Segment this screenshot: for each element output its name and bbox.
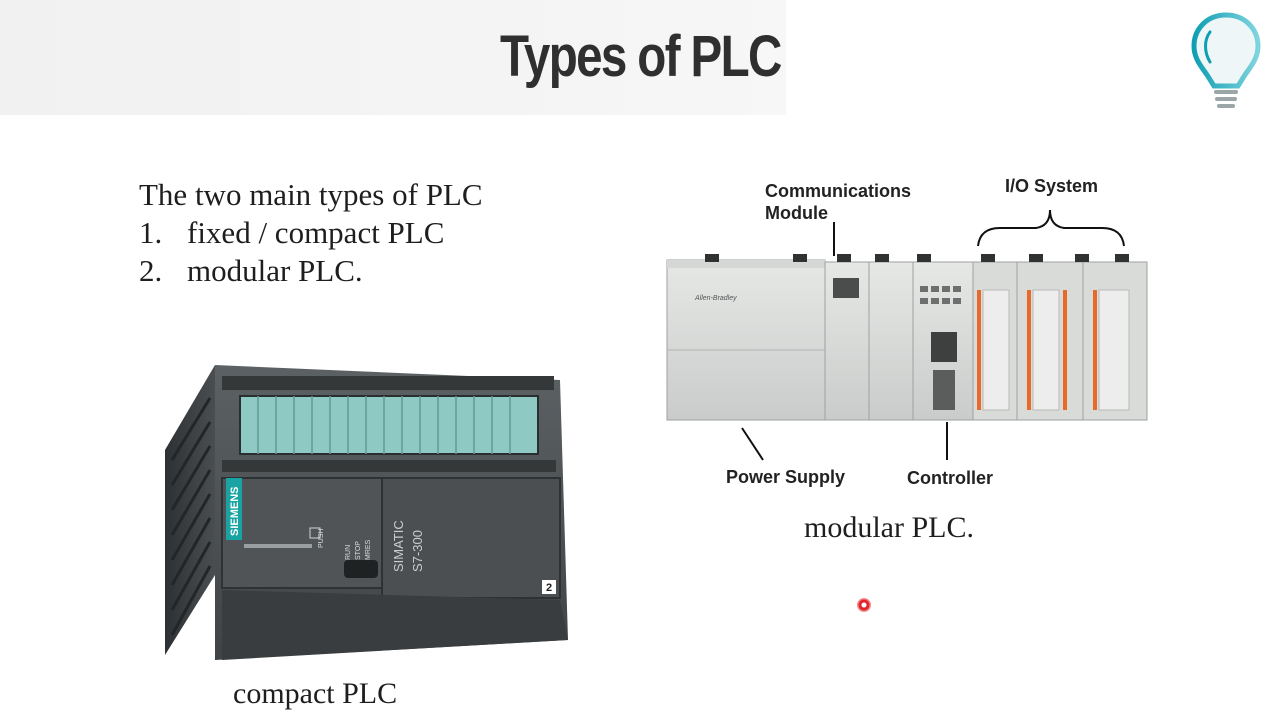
list-text: modular PLC. [187,253,363,288]
modular-plc-caption: modular PLC. [804,511,974,544]
power-supply-label: Power Supply [726,467,846,487]
compact-plc-caption: compact PLC [233,677,398,710]
intro-heading-text: The two main types of PLC [139,177,483,212]
mode-stop-label: STOP [355,541,362,560]
intro-list: The two main types of PLC 1. fixed / com… [139,176,483,290]
siemens-brand: SIEMENS [229,486,241,536]
mode-run-label: RUN [345,545,352,560]
list-item: 1. fixed / compact PLC [139,214,483,252]
push-label: PUSH [318,529,325,548]
list-item: 2. modular PLC. [139,252,483,290]
list-text: fixed / compact PLC [187,215,445,250]
simatic-label: SIMATIC [391,520,406,572]
list-number: 1. [139,215,163,250]
presenter-pointer-icon [857,598,871,612]
title-band [0,0,786,115]
mode-mres-label: MRES [365,539,372,560]
slot-number: 2 [546,582,552,594]
io-system-label: I/O System [1005,176,1099,196]
intro-heading: The two main types of PLC [139,176,483,214]
controller-label: Controller [907,468,994,488]
list-number: 2. [139,253,163,288]
lightbulb-logo-icon [1191,12,1261,108]
model-label: S7-300 [410,530,425,572]
modular-plc-image: Allen-Bradley [666,254,1148,421]
allen-bradley-brand: Allen-Bradley [694,295,737,302]
compact-plc-image: SIEMENS PUSH RUN STOP MRES SIMATIC S7-30… [165,365,568,660]
communications-module-label: Communications Module [765,181,912,223]
